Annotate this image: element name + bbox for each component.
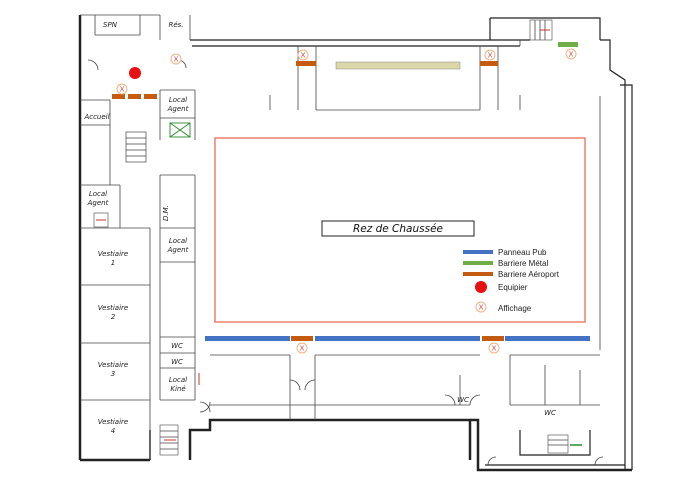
legend-label-barriere-aeroport: Barriere Aéroport <box>498 270 560 279</box>
label-wc-3: WC <box>457 396 469 404</box>
affichage-marker: X <box>488 342 500 354</box>
label-res: Rés. <box>168 21 183 29</box>
stairs-top-right <box>529 19 553 41</box>
plan-title-box: Rez de Chaussée <box>321 220 475 237</box>
legend-label-barriere-metal: Barriere Métal <box>498 259 548 268</box>
label-accueil: Accueil <box>83 113 109 121</box>
outer-walls <box>78 15 633 472</box>
legend-label-affichage: Affichage <box>498 304 532 313</box>
label-vestiaire-2-b: 2 <box>111 313 116 321</box>
stairs-bottom-left <box>159 424 179 456</box>
svg-text:X: X <box>300 345 305 353</box>
label-local-agent-mid-1: Local <box>169 237 187 245</box>
left-rooms <box>80 14 604 466</box>
plan-title: Rez de Chaussée <box>353 223 443 235</box>
svg-text:X: X <box>488 52 493 60</box>
label-vestiaire-2-a: Vestiaire <box>98 304 128 312</box>
affichage-marker: X <box>116 83 128 95</box>
svg-text:X: X <box>492 345 497 353</box>
label-vestiaire-4-a: Vestiaire <box>98 418 128 426</box>
stairs-left <box>125 131 147 163</box>
svg-text:X: X <box>120 86 125 94</box>
legend-swatch-affichage <box>475 301 487 313</box>
affichage-marker: X <box>296 342 308 354</box>
svg-text:X: X <box>301 52 306 60</box>
label-spn: SPN <box>103 21 118 29</box>
label-local-agent-left-2: Agent <box>87 199 109 207</box>
legend: Panneau Pub Barriere Métal Barriere Aéro… <box>463 248 560 313</box>
barriere-metal-bar <box>558 42 578 47</box>
panneau-pub-bars <box>205 336 590 341</box>
label-vestiaire-3-b: 3 <box>111 370 115 378</box>
legend-affichage-glyph: X <box>479 304 484 312</box>
label-local-kine-2: Kiné <box>170 385 186 393</box>
legend-label-panneau-pub: Panneau Pub <box>498 248 547 257</box>
label-local-kine-1: Local <box>169 376 187 384</box>
label-vestiaire-4-b: 4 <box>111 427 115 435</box>
room-labels: SPN Rés. Accueil Local Agent Local Agent… <box>83 21 556 435</box>
label-vestiaire-1-a: Vestiaire <box>98 250 128 258</box>
affichage-marker: X <box>565 48 577 60</box>
top-walls <box>269 19 601 350</box>
legend-swatch-panneau-pub <box>463 250 493 254</box>
label-local-agent-mid-2: Agent <box>167 246 189 254</box>
label-local-agent-top-2: Agent <box>167 105 189 113</box>
label-local-agent-top-1: Local <box>169 96 187 104</box>
label-wc-2: WC <box>171 358 183 366</box>
legend-swatch-barriere-aeroport <box>463 272 493 276</box>
stairs-bottom-right <box>547 434 582 454</box>
affichage-marker: X <box>484 49 496 61</box>
label-vestiaire-1-b: 1 <box>111 259 115 267</box>
label-wc-1: WC <box>171 342 183 350</box>
field-outline <box>214 137 586 323</box>
affichage-marker: X <box>170 53 182 65</box>
affichage-marker: X <box>297 49 309 61</box>
barriere-aeroport-bars <box>112 61 504 341</box>
label-wc-4: WC <box>544 409 556 417</box>
affichage-markers: X X X X X X X <box>116 48 577 354</box>
svg-text:X: X <box>569 51 574 59</box>
legend-label-equipier: Equipier <box>498 283 528 292</box>
legend-swatch-barriere-metal <box>463 261 493 265</box>
stand-bar <box>335 61 461 70</box>
label-vestiaire-3-a: Vestiaire <box>98 361 128 369</box>
equipier-dot <box>129 67 141 79</box>
legend-swatch-equipier <box>475 281 487 293</box>
svg-text:X: X <box>174 56 179 64</box>
label-dm: D.M. <box>162 205 170 221</box>
label-local-agent-left-1: Local <box>89 190 107 198</box>
